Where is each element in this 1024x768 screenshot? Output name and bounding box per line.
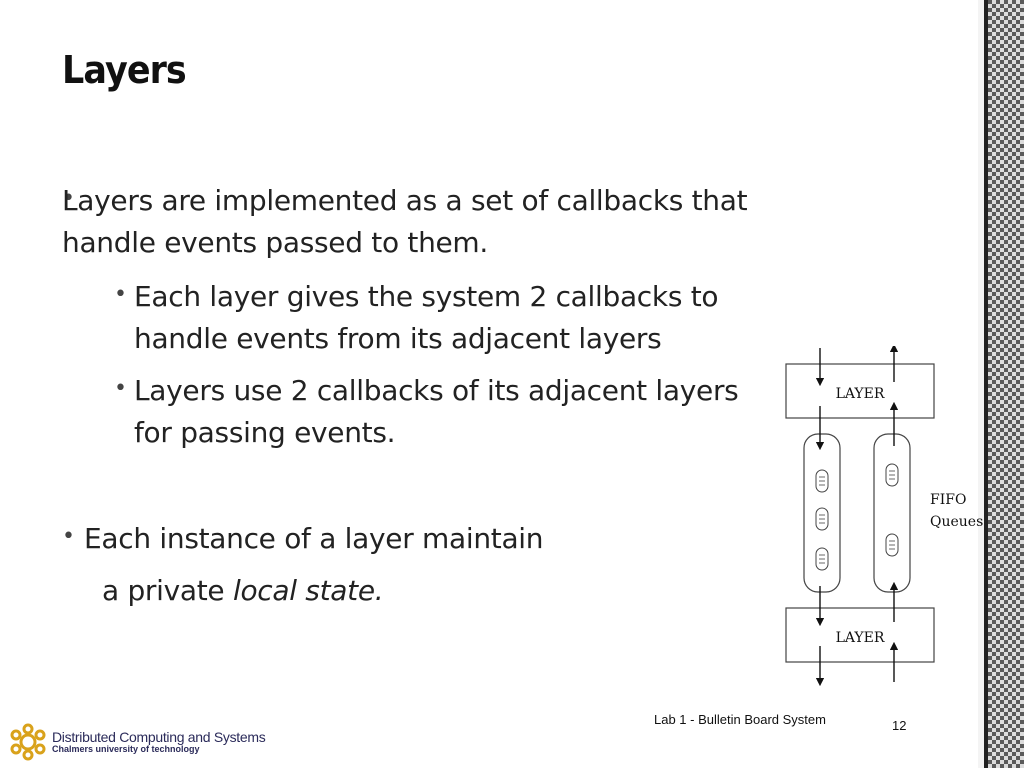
university-logo-icon (10, 723, 46, 761)
right-queue-tube (873, 433, 911, 593)
layer-queue-diagram: LAYER LAYER FIFO Queues (785, 346, 983, 686)
queue-item-lines (819, 470, 895, 564)
continuation-italic: local state. (232, 574, 384, 607)
bullet-dot-icon: • (62, 186, 75, 211)
bullet-2: Each instance of a layer maintain (84, 522, 544, 555)
fifo-label: FIFO (930, 492, 966, 508)
bullet-dot-icon: • (114, 282, 127, 307)
decorative-checker-border (988, 0, 1024, 768)
org-subtitle: Chalmers university of technology (52, 744, 200, 754)
slide-title: Layers (62, 48, 187, 92)
continuation-prefix: a private (102, 574, 233, 607)
right-border-gap (978, 0, 984, 768)
footer-lab-title: Lab 1 - Bulletin Board System (654, 712, 826, 727)
sub-bullet-1: Each layer gives the system 2 callbacks … (134, 280, 719, 355)
bullet-dot-icon: • (62, 524, 75, 549)
org-name: Distributed Computing and Systems (52, 729, 266, 745)
sub-bullet-2: Layers use 2 callbacks of its adjacent l… (134, 374, 739, 449)
queues-label: Queues (930, 514, 983, 530)
bullet-2-continuation: a private local state. (102, 570, 702, 612)
right-border-line (984, 0, 988, 768)
bullet-1: Layers are implemented as a set of callb… (62, 184, 748, 259)
bottom-layer-box (785, 607, 935, 663)
top-layer-label: LAYER (836, 386, 885, 402)
bullet-dot-icon: • (114, 376, 127, 401)
page-number: 12 (892, 718, 907, 733)
top-layer-box (785, 363, 935, 419)
bottom-layer-label: LAYER (836, 630, 885, 646)
